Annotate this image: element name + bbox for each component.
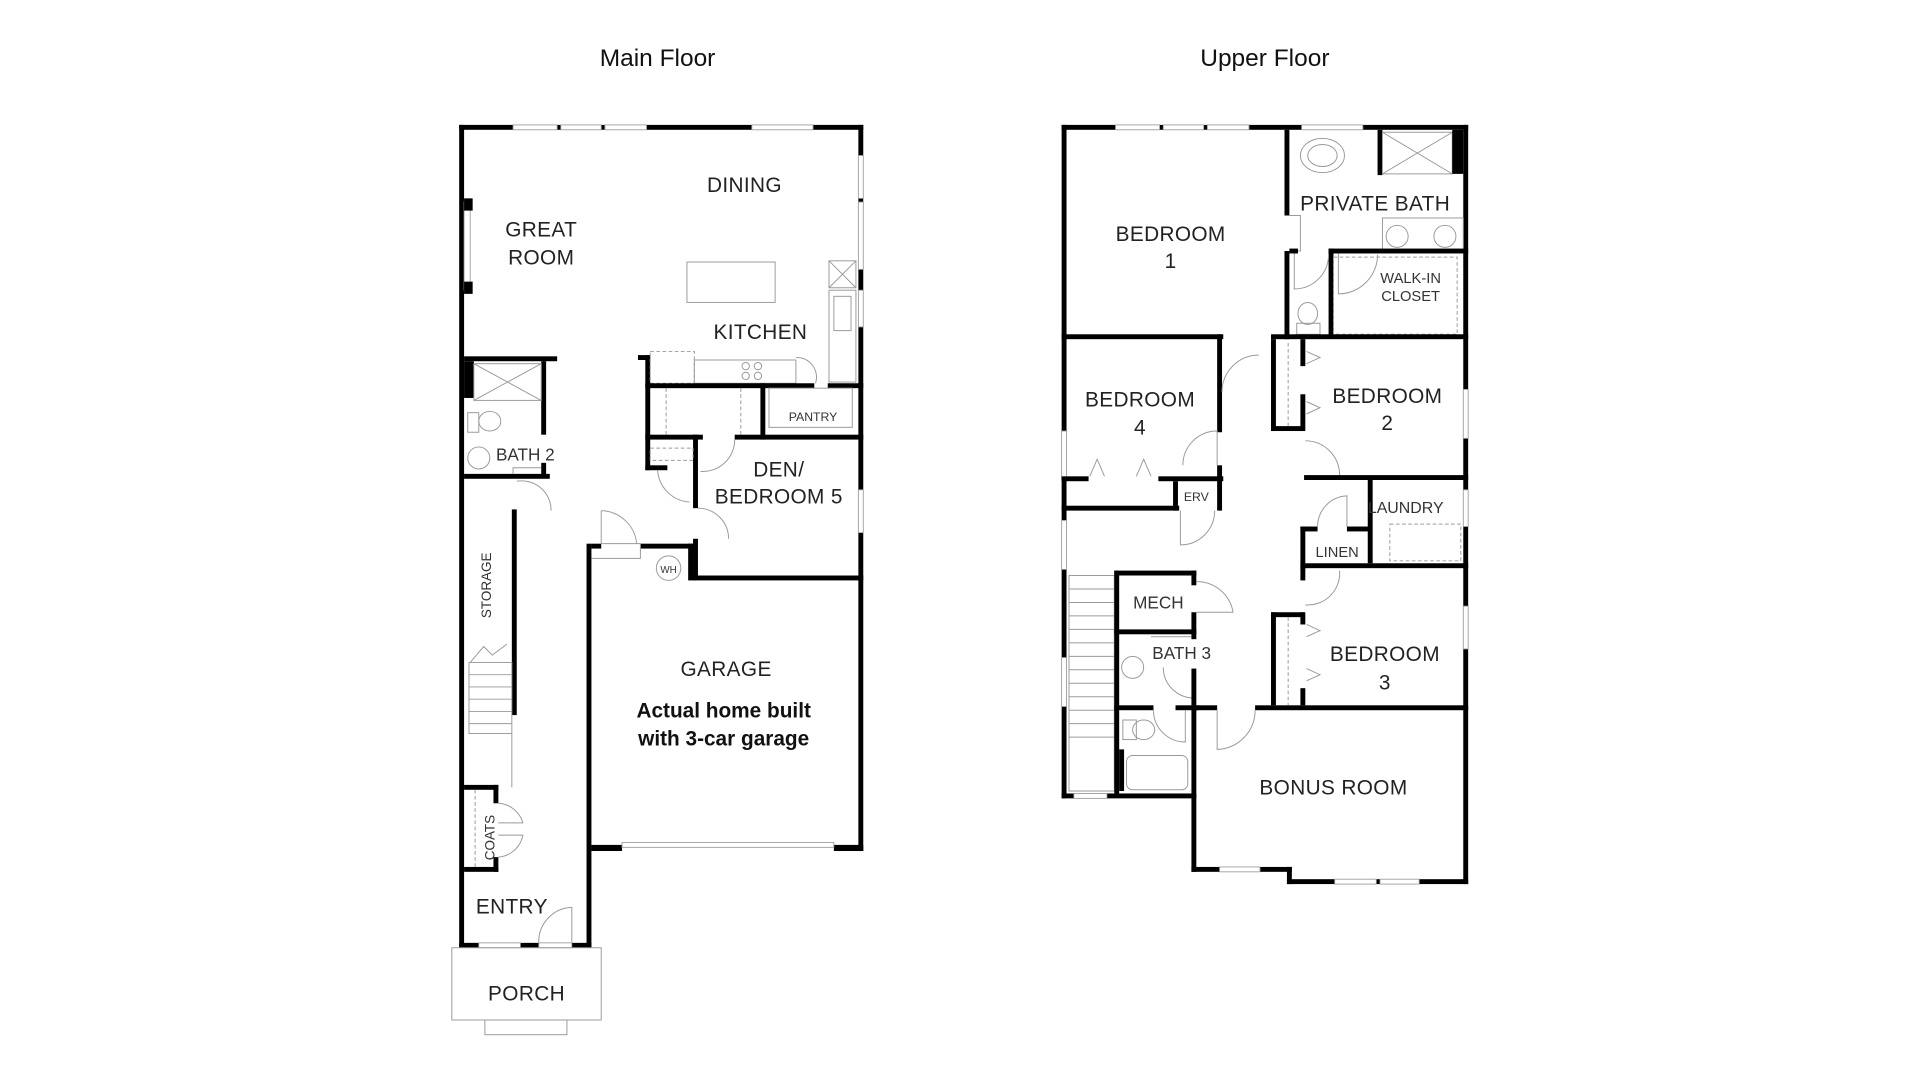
room-label-walkin-2: CLOSET bbox=[1381, 289, 1440, 305]
room-label-porch: PORCH bbox=[488, 982, 565, 1005]
room-label-den-1: DEN/ bbox=[753, 458, 804, 481]
front-door-swing bbox=[538, 906, 573, 943]
upper-floor-plan: Upper Floor PR bbox=[1061, 45, 1469, 885]
double-vanity bbox=[1381, 217, 1464, 252]
window bbox=[857, 201, 864, 270]
room-label-mech: MECH bbox=[1133, 593, 1183, 613]
window bbox=[857, 289, 864, 328]
stairs bbox=[468, 643, 513, 788]
room-label-linen: LINEN bbox=[1316, 545, 1359, 561]
front-door-opening bbox=[538, 942, 573, 949]
room-label-great-room-2: ROOM bbox=[508, 246, 574, 269]
room-label-storage: STORAGE bbox=[479, 553, 494, 619]
room-label-laundry: LAUNDRY bbox=[1368, 500, 1444, 517]
bonus-room-door bbox=[1216, 710, 1256, 750]
window bbox=[604, 124, 647, 131]
toilet bbox=[1297, 301, 1319, 325]
room-label-coats: COATS bbox=[483, 815, 498, 860]
garage-door bbox=[621, 842, 835, 848]
room-label-bedroom-1-a: BEDROOM bbox=[1116, 223, 1226, 246]
kitchen-island bbox=[686, 261, 776, 303]
room-label-bonus-room: BONUS ROOM bbox=[1259, 777, 1407, 800]
room-label-bedroom-1-b: 1 bbox=[1165, 250, 1177, 273]
wall bbox=[459, 124, 465, 948]
porch-step bbox=[484, 1019, 568, 1036]
main-floor-plan: Main Floor bbox=[451, 45, 864, 1036]
pantry-door-swing bbox=[795, 357, 817, 384]
wall bbox=[459, 124, 864, 130]
garage-note-line2: with 3-car garage bbox=[637, 728, 809, 751]
room-label-bedroom-4-a: BEDROOM bbox=[1085, 389, 1195, 412]
room-label-bath-3: BATH 3 bbox=[1152, 643, 1211, 663]
water-heater bbox=[655, 555, 682, 581]
room-label-bath-2: BATH 2 bbox=[496, 444, 555, 464]
wall bbox=[858, 124, 864, 852]
bathtub bbox=[1299, 137, 1345, 174]
closet-door bbox=[1337, 253, 1379, 295]
room-label-pantry: PANTRY bbox=[789, 410, 838, 424]
room-label-bedroom-2-a: BEDROOM bbox=[1332, 385, 1442, 408]
room-label-great-room-1: GREAT bbox=[505, 218, 577, 241]
room-label-kitchen: KITCHEN bbox=[713, 321, 807, 344]
room-label-dining: DINING bbox=[707, 174, 782, 197]
room-label-walkin-1: WALK-IN bbox=[1380, 271, 1441, 287]
fridge bbox=[828, 260, 857, 289]
washer-dryer bbox=[1389, 523, 1462, 562]
room-label-entry: ENTRY bbox=[476, 895, 548, 918]
window bbox=[857, 489, 864, 534]
room-label-bedroom-2-b: 2 bbox=[1381, 412, 1393, 435]
stairs bbox=[1068, 575, 1115, 792]
window bbox=[560, 124, 602, 131]
window bbox=[512, 124, 558, 131]
garage-door-swing bbox=[591, 510, 641, 559]
room-label-bedroom-3-a: BEDROOM bbox=[1330, 643, 1440, 666]
upper-floor-title: Upper Floor bbox=[1200, 45, 1329, 72]
label-wh: WH bbox=[660, 565, 676, 576]
garage-note-line1: Actual home built bbox=[636, 700, 811, 723]
toilet-room-door bbox=[1293, 253, 1330, 290]
window bbox=[463, 201, 471, 291]
main-floor-title: Main Floor bbox=[600, 45, 716, 72]
room-label-bedroom-4-b: 4 bbox=[1134, 417, 1146, 440]
bathtub bbox=[1126, 755, 1189, 791]
den-entry-door-swing bbox=[697, 507, 730, 539]
sliding-door bbox=[751, 124, 814, 131]
window bbox=[857, 155, 864, 199]
bath-sink bbox=[467, 446, 491, 470]
room-label-erv: ERV bbox=[1184, 490, 1210, 504]
kitchen-sink bbox=[833, 295, 852, 332]
toilet bbox=[1132, 719, 1156, 741]
shower bbox=[473, 363, 542, 401]
room-label-private-bath: PRIVATE BATH bbox=[1300, 193, 1450, 216]
room-label-bedroom-3-b: 3 bbox=[1379, 671, 1391, 694]
room-label-den-2: BEDROOM 5 bbox=[715, 485, 843, 508]
window bbox=[478, 942, 521, 949]
room-label-garage: GARAGE bbox=[681, 658, 772, 681]
toilet bbox=[478, 410, 502, 432]
den-door-swing bbox=[700, 439, 736, 472]
bath3-sink bbox=[1121, 655, 1145, 679]
bifold-closet-doors bbox=[1089, 457, 1152, 477]
